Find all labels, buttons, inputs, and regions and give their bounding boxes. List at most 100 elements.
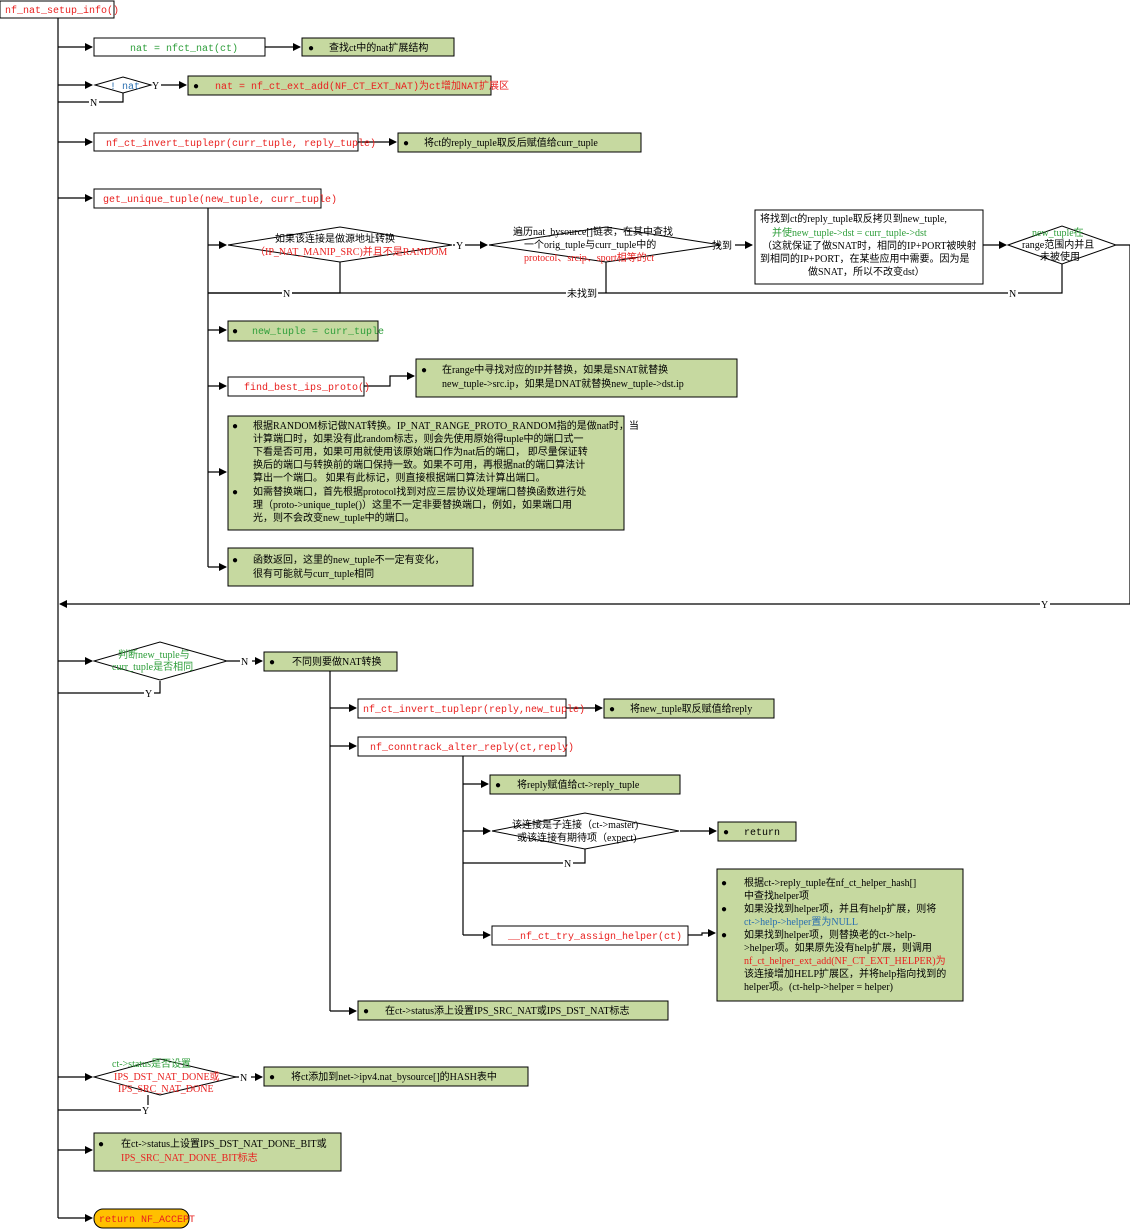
compare-tuple-line2: curr_tuple是否相同 [112,660,193,673]
src-nat-decision-line1: 如果该连接是做源地址转换 [275,232,395,245]
bullet-icon: ● [232,421,238,432]
bullet-icon: ● [232,326,238,337]
nat-assign-label: nat = nfct_nat(ct) [130,43,238,55]
found-tuple-node: 将找到ct的reply_tuple取反拷贝到new_tuple, 并使new_t… [754,209,984,285]
helper-note-line: ct->help->helper置为NULL [744,916,858,928]
in-range-line2: range范围内并且 [1022,238,1094,251]
bysource-search-line1: 遍历nat_bysource[]链表，在其中查找 [513,225,673,238]
helper-note-line: 中查找helper项 [744,889,809,902]
invert-tuple-label: nf_ct_invert_tuplepr(curr_tuple, reply_t… [106,138,376,150]
invert-reply-note: ● 将new_tuple取反赋值给reply [603,698,775,719]
random-port-note-line: 下看是否可用，如果可用就使用该原始端口作为nat后的端口， 即尽量保证转 [253,445,588,458]
bullet-icon: ● [232,555,238,566]
get-unique-tuple-node: get_unique_tuple(new_tuple, curr_tuple) [93,188,337,209]
invert-reply-note-text: 将new_tuple取反赋值给reply [630,702,752,715]
helper-note-line: 如果找到helper项，则替换老的ct->help- [744,928,916,941]
status-check-line1: ct->status是否设置 [112,1058,191,1070]
edge-label-yes: Y [145,689,152,700]
return-note-line2: 很有可能就与curr_tuple相同 [253,567,374,580]
edge-label-no: N [283,289,290,300]
copy-tuple-note-text: new_tuple = curr_tuple [252,326,384,338]
edge-label-no: N [240,1073,247,1084]
edge-label-no: N [1009,289,1016,300]
do-nat-note-text: 不同则要做NAT转换 [292,655,381,668]
bullet-icon: ● [308,43,314,54]
invert-reply-label: nf_ct_invert_tuplepr(reply,new_tuple) [363,704,585,716]
helper-note-line: helper项。(ct-help->helper = helper) [744,981,893,993]
try-assign-helper-label: __nf_ct_try_assign_helper(ct) [507,931,682,943]
try-assign-helper-node: __nf_ct_try_assign_helper(ct) [491,925,689,946]
edge-label-yes: Y [142,1106,149,1117]
random-port-note-line: 如需替换端口，首先根据protocol找到对应三层协议处理端口替换函数进行处 [253,485,586,498]
bullet-icon: ● [403,138,409,149]
found-tuple-line1: 将找到ct的reply_tuple取反拷贝到new_tuple, [760,212,947,225]
nat-assign-note-text: 查找ct中的nat扩展结构 [329,41,428,54]
assign-reply-note-text: 将reply赋值给ct->reply_tuple [517,778,640,791]
edge-label-no: N [241,657,248,668]
return-accept-label: return NF_ACCEPT [99,1215,195,1226]
find-best-proto-note: ● 在range中寻找对应的IP并替换，如果是SNAT就替换 new_tuple… [415,358,738,398]
found-tuple-line2: 并使new_tuple->dst = curr_tuple->dst [772,226,927,239]
status-check-decision: ct->status是否设置 IPS_DST_NAT_DONE或 IPS_SRC… [92,1058,237,1096]
edge-label-yes: Y [1041,600,1048,611]
bysource-add-note: ● 将ct添加到net->ipv4.nat_bysource[]的HASH表中 [263,1066,529,1087]
done-bit-note-line1: 在ct->status上设置IPS_DST_NAT_DONE_BIT或 [121,1138,327,1150]
helper-note-line: >helper项。如果原先没有help扩展，则调用 [744,941,932,954]
random-port-note: ● ● 根据RANDOM标记做NAT转换。IP_NAT_RANGE_PROTO_… [227,415,639,531]
edge-label-no: N [564,859,571,870]
helper-note-line: nf_ct_helper_ext_add(NF_CT_EXT_HELPER)为 [744,955,946,967]
bullet-icon: ● [721,930,727,941]
in-range-line1: new_tuple在 [1032,227,1084,239]
compare-tuple-decision: 判断new_tuple与 curr_tuple是否相同 [92,641,229,681]
do-nat-note: ● 不同则要做NAT转换 [263,651,398,672]
edge-label-found: 找到 [712,239,732,252]
edge-label-no: N [90,98,97,109]
compare-tuple-line1: 判断new_tuple与 [118,648,190,661]
invert-tuple-note-text: 将ct的reply_tuple取反后赋值给curr_tuple [424,136,598,149]
return-early-note: ● return [717,821,797,842]
helper-note-line: 如果没找到helper项，并且有help扩展，则将 [744,902,936,915]
bullet-icon: ● [98,1139,104,1150]
random-port-note-line: 计算端口时，如果没有此random标志，则会先使用原始得tuple中的端口式一 [253,432,584,445]
nat-check-decision: ! nat [93,76,153,94]
bysource-search-line3: protocol、srcip、sport相等的ct [524,251,654,264]
assign-reply-note: ● 将reply赋值给ct->reply_tuple [489,774,681,795]
random-port-note-line: 换后的端口与转换前的端口保持一致。如果不可用，再根据nat的端口算法计 [253,458,585,471]
edge-label-yes: Y [456,241,463,252]
random-port-note-line: 算出一个端口。 如果有此标记，则直接根据端口算法计算出端口。 [253,471,546,484]
ext-add-note-text: nat = nf_ct_ext_add(NF_CT_EXT_NAT)为ct增加N… [215,79,509,93]
helper-note-line: 该连接增加HELP扩展区，并将help指向找到的 [744,967,946,980]
bullet-icon: ● [721,904,727,915]
bullet-icon: ● [193,81,199,92]
bysource-add-note-text: 将ct添加到net->ipv4.nat_bysource[]的HASH表中 [291,1070,497,1083]
bysource-search-decision: 遍历nat_bysource[]链表，在其中查找 一个orig_tuple与cu… [488,225,722,264]
random-port-note-line: 光，则不会改变new_tuple中的端口。 [253,511,415,524]
helper-note: ● ● ● 根据ct->reply_tuple在nf_ct_helper_has… [716,868,964,1002]
random-port-note-line: 根据RANDOM标记做NAT转换。IP_NAT_RANGE_PROTO_RAND… [253,419,639,432]
copy-tuple-note: ● new_tuple = curr_tuple [227,320,384,342]
bullet-icon: ● [269,657,275,668]
root-function-node: nf_nat_setup_info() [0,0,119,19]
set-status-note: ● 在ct->status添上设置IPS_SRC_NAT或IPS_DST_NAT… [357,1000,669,1021]
bullet-icon: ● [495,780,501,791]
return-note-line1: 函数返回，这里的new_tuple不一定有变化， [253,553,445,566]
edge-label-yes: Y [152,81,159,92]
in-range-line3: 未被使用 [1040,250,1080,263]
done-bit-note-line2: IPS_SRC_NAT_DONE_BIT标志 [121,1151,258,1164]
in-range-decision: new_tuple在 range范围内并且 未被使用 [1006,225,1118,265]
bysource-search-line2: 一个orig_tuple与curr_tuple中的 [524,238,656,251]
status-check-line3: IPS_SRC_NAT_DONE [118,1084,214,1095]
find-best-proto-node: find_best_ips_proto() [227,376,370,397]
invert-tuple-node: nf_ct_invert_tuplepr(curr_tuple, reply_t… [93,132,376,152]
find-best-proto-label: find_best_ips_proto() [244,382,370,394]
random-port-note-line: 理（proto->unique_tuple()）这里不一定非要替换端口，例如，如… [253,498,572,511]
alter-reply-node: nf_conntrack_alter_reply(ct,reply) [357,736,574,757]
alter-reply-label: nf_conntrack_alter_reply(ct,reply) [370,742,574,754]
find-best-proto-note-line2: new_tuple->src.ip，如果是DNAT就替换new_tuple->d… [442,377,684,390]
return-accept-terminal: return NF_ACCEPT [93,1208,195,1229]
find-best-proto-note-line1: 在range中寻找对应的IP并替换，如果是SNAT就替换 [442,363,668,376]
bullet-icon: ● [421,365,427,376]
src-nat-decision: 如果该连接是做源地址转换 （IP_NAT_MANIP_SRC)并且不是RANDO… [227,226,453,263]
invert-tuple-note: ● 将ct的reply_tuple取反后赋值给curr_tuple [397,132,642,153]
